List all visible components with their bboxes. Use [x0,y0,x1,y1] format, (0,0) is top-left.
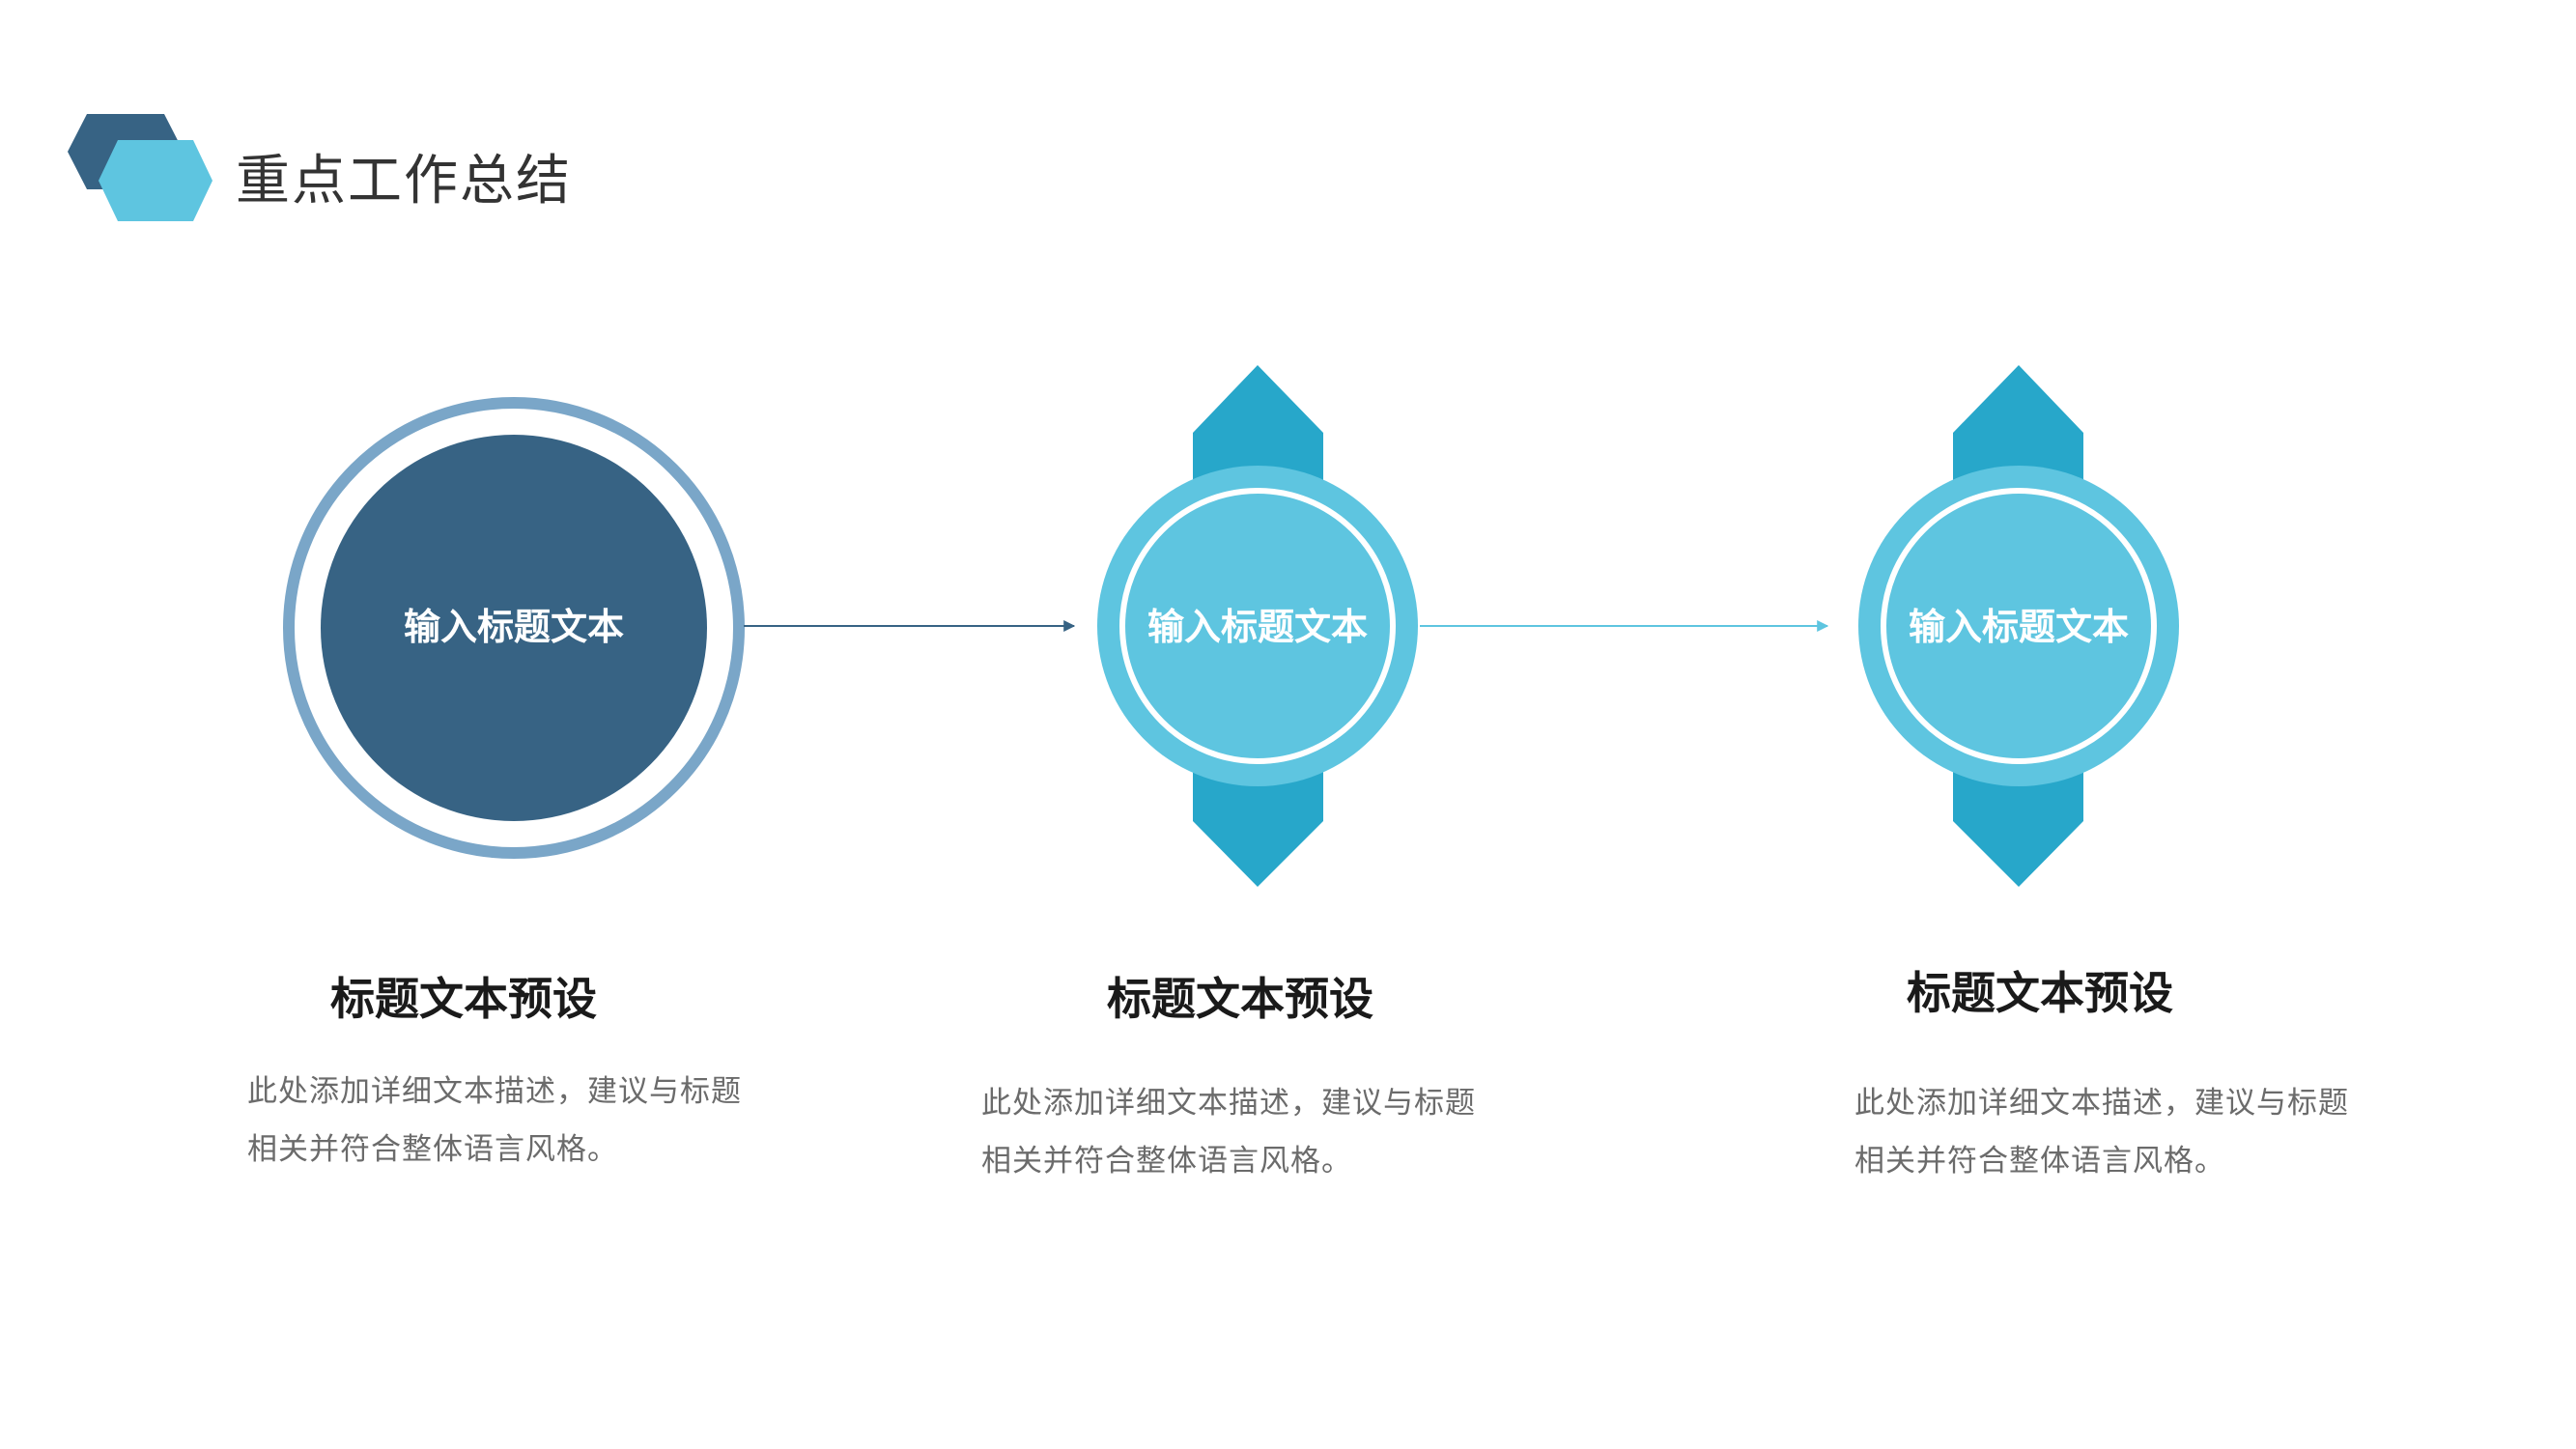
step-1-description-line-1: 此处添加详细文本描述，建议与标题 [247,1074,742,1109]
step-2-outer-disc [1097,466,1418,786]
step-2-top-tab [1193,365,1323,500]
step-2-bottom-tab [1193,753,1323,887]
step-2-node-label: 输入标题文本 [1146,606,1368,648]
hexagon-logo-icon [68,114,212,221]
step-2-node [1097,365,1418,887]
step-2-title: 标题文本预设 [1107,973,1373,1025]
step-1-node [283,397,745,859]
step-1-title: 标题文本预设 [330,973,597,1025]
step-2-description-line-2: 相关并符合整体语言风格。 [981,1144,1352,1179]
step-1-description-line-2: 相关并符合整体语言风格。 [247,1132,618,1167]
step-1-node-label: 输入标题文本 [403,606,624,648]
step-3-title: 标题文本预设 [1907,967,2173,1019]
step-3-bottom-tab [1953,753,2083,887]
step-3-node-label: 输入标题文本 [1908,606,2129,648]
step-1-disc [321,435,707,821]
step-3-description: 此处添加详细文本描述，建议与标题 相关并符合整体语言风格。 [1854,1074,2395,1190]
step-3-description-line-1: 此处添加详细文本描述，建议与标题 [1854,1086,2349,1121]
step-2-description-line-1: 此处添加详细文本描述，建议与标题 [981,1086,1476,1121]
step-1-outer-ring [283,397,745,859]
step-3-white-ring [1881,488,2157,764]
hexagon-front-icon [99,140,212,221]
step-3-description-line-2: 相关并符合整体语言风格。 [1854,1144,2225,1179]
step-2-description: 此处添加详细文本描述，建议与标题 相关并符合整体语言风格。 [981,1074,1522,1190]
step-2-white-ring [1119,488,1396,764]
step-3-top-tab [1953,365,2083,500]
step-3-outer-disc [1858,466,2179,786]
page-title: 重点工作总结 [236,150,572,213]
step-3-node [1858,365,2179,887]
step-1-description: 此处添加详细文本描述，建议与标题 相关并符合整体语言风格。 [247,1063,788,1179]
